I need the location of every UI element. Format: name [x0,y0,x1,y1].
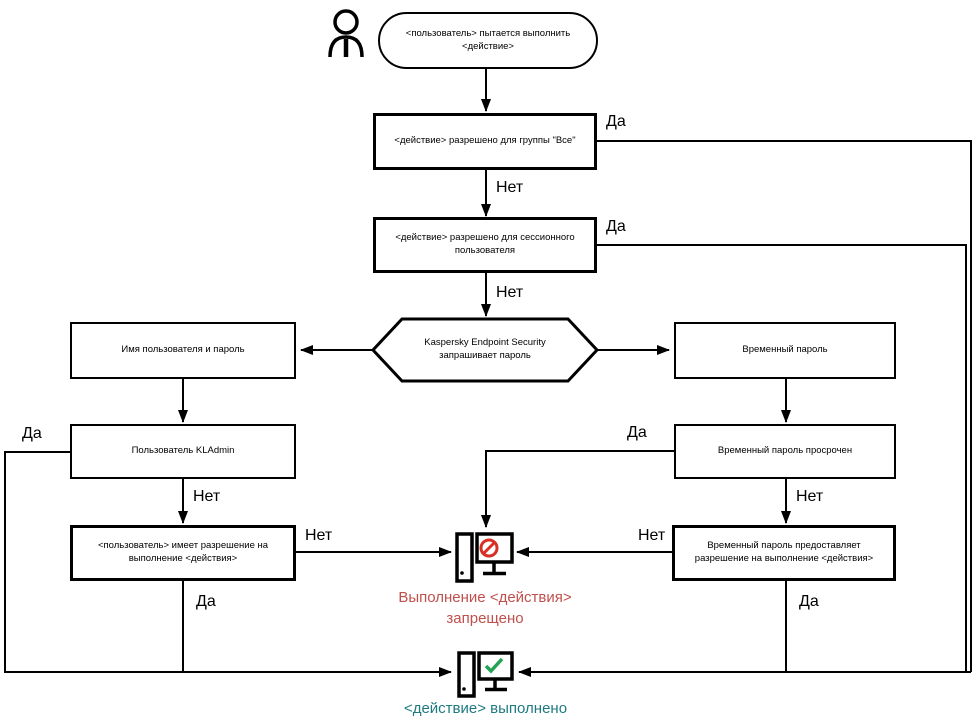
edge-expired-yes-to-denied [481,450,674,528]
computer-blocked-icon [455,532,514,583]
node-kladmin: Пользователь KLAdmin [70,424,296,479]
edge-session-user-yes [597,244,967,672]
hexagon-shape [370,317,600,383]
node-temp-grants: Временный пароль предоставляет разрешени… [672,525,896,581]
node-session-user: <действие> разрешено для сессионного пол… [373,217,597,273]
done-caption: <действие> выполнено [403,700,568,717]
check-mark-icon [484,657,504,674]
edges [4,68,972,677]
edge-label-yes-kladmin: Да [22,425,42,442]
edge-label-no-kladmin: Нет [193,488,221,505]
node-username-password: Имя пользователя и пароль [70,322,296,379]
edge-group-all-yes [597,140,972,672]
edge-label-yes-group-all: Да [606,113,626,130]
edge-label-no-temp-expired: Нет [796,488,824,505]
node-user-permission: <пользователь> имеет разрешение на выпол… [70,525,296,581]
edge-label-no-group-all: Нет [496,179,524,196]
node-group-all: <действие> разрешено для группы "Все" [373,113,597,170]
edge-label-no-user-permission: Нет [305,527,333,544]
edge-label-yes-user-permission: Да [196,593,216,610]
node-start: <пользователь> пытается выполнить <дейст… [378,12,598,69]
computer-check-icon [457,651,514,698]
node-temp-expired: Временный пароль просрочен [674,424,896,479]
edge-kladmin-yes-to-done [4,451,452,677]
node-temp-password: Временный пароль [674,322,896,379]
node-kes-prompt: Kaspersky Endpoint Security запрашивает … [424,337,546,361]
edge-label-yes-temp-expired: Да [627,424,647,441]
edge-label-yes-temp-grants: Да [799,593,819,610]
edge-label-no-temp-grants: Нет [638,527,666,544]
denied-caption: Выполнение <действия> запрещено [398,589,572,627]
prohibition-sign-icon [479,538,499,558]
edge-label-no-session-user: Нет [496,284,524,301]
edge-label-yes-session-user: Да [606,218,626,235]
person-icon [328,9,364,58]
